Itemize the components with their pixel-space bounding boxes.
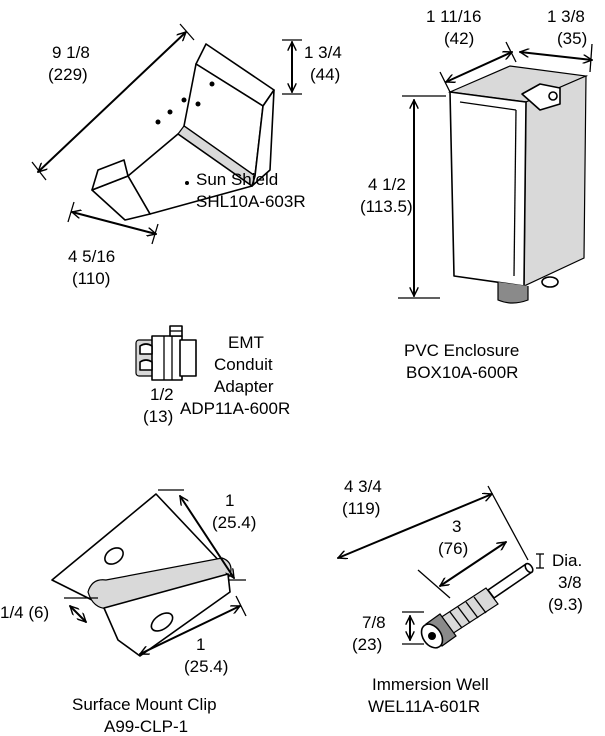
immersion-well-group: 4 3/4 (119) 3 (76) Dia. 3/8 (9.3) 7/8 (2… — [338, 477, 583, 716]
emt-adapter-part-number: ADP11A-600R — [180, 399, 290, 418]
immersion-well-dimensions — [338, 485, 544, 645]
surface-clip-length1-mm-label: (25.4) — [212, 513, 256, 532]
emt-adapter-size-mm-label: (13) — [143, 407, 173, 426]
emt-adapter-illustration — [135, 325, 197, 381]
immersion-well-name: Immersion Well — [372, 675, 489, 694]
immersion-well-dia-label: Dia. — [552, 551, 582, 570]
immersion-well-overall-label: 4 3/4 — [344, 477, 382, 496]
immersion-well-dia-mm-value: (9.3) — [548, 595, 583, 614]
emt-adapter-size-label: 1/2 — [150, 385, 174, 404]
pvc-enclosure-depth-mm-label: (35) — [557, 29, 587, 48]
sun-shield-height-mm-label: (44) — [310, 65, 340, 84]
emt-adapter-name-line1: EMT — [228, 333, 264, 352]
surface-clip-dimensions — [64, 489, 247, 655]
sun-shield-length-mm-label: (229) — [48, 65, 88, 84]
pvc-enclosure-height-mm-label: (113.5) — [360, 197, 413, 216]
emt-adapter-name-line2: Conduit — [214, 355, 273, 374]
surface-clip-length1-label: 1 — [225, 491, 234, 510]
immersion-well-overall-mm-label: (119) — [342, 499, 380, 518]
sun-shield-group: 9 1/8 (229) 1 3/4 (44) Sun Shield SHL10A… — [31, 23, 342, 288]
sun-shield-height-label: 1 3/4 — [304, 43, 342, 62]
pvc-enclosure-group: 1 11/16 (42) 1 3/8 (35) 4 1/2 (113.5) PV… — [360, 7, 593, 382]
surface-clip-length2-mm-label: (25.4) — [184, 657, 228, 676]
pvc-enclosure-width-label: 1 11/16 — [426, 7, 481, 26]
immersion-well-insertion-mm-label: (76) — [438, 539, 468, 558]
surface-clip-length2-label: 1 — [196, 635, 205, 654]
immersion-well-dia-value: 3/8 — [558, 573, 582, 592]
sun-shield-width-mm-label: (110) — [72, 269, 110, 288]
pvc-enclosure-part-number: BOX10A-600R — [406, 363, 518, 382]
pvc-enclosure-width-mm-label: (42) — [444, 29, 474, 48]
surface-clip-part-number: A99-CLP-1 — [104, 717, 188, 736]
emt-adapter-name-line3: Adapter — [214, 377, 274, 396]
pvc-enclosure-height-label: 4 1/2 — [368, 175, 406, 194]
surface-clip-group: 1 (25.4) 1/4 (6) 1 (25.4) Surface Mount … — [0, 489, 256, 736]
surface-clip-illustration — [51, 493, 232, 657]
sun-shield-name: Sun Shield — [196, 170, 278, 189]
immersion-well-hex-mm-label: (23) — [352, 635, 382, 654]
sun-shield-width-label: 4 5/16 — [68, 247, 115, 266]
immersion-well-hex-label: 7/8 — [362, 613, 386, 632]
pvc-enclosure-depth-label: 1 3/8 — [547, 7, 585, 26]
sun-shield-dimensions — [31, 23, 302, 245]
surface-clip-name: Surface Mount Clip — [72, 695, 217, 714]
sun-shield-length-label: 9 1/8 — [52, 43, 90, 62]
pvc-enclosure-name: PVC Enclosure — [404, 341, 519, 360]
pvc-enclosure-illustration — [447, 65, 589, 304]
emt-adapter-group: EMT Conduit Adapter ADP11A-600R 1/2 (13) — [135, 325, 290, 426]
pvc-enclosure-dimensions — [398, 41, 593, 299]
immersion-well-illustration — [420, 562, 534, 649]
sun-shield-part-number: SHL10A-603R — [196, 192, 306, 211]
immersion-well-insertion-label: 3 — [452, 517, 461, 536]
surface-clip-thickness-label: 1/4 (6) — [0, 603, 49, 622]
immersion-well-part-number: WEL11A-601R — [368, 697, 480, 716]
